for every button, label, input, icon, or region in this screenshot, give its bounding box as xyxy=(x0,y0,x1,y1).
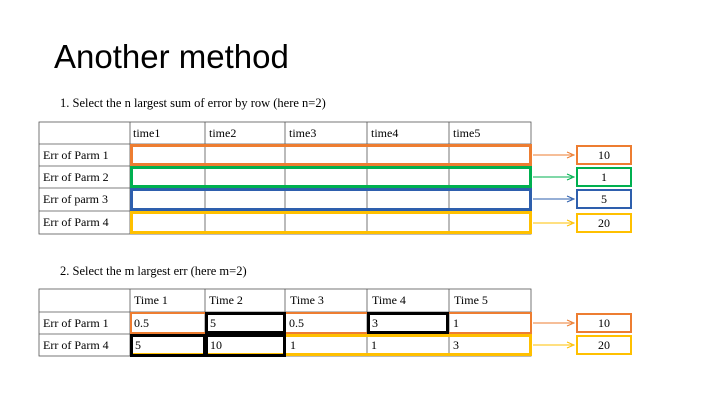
t2-r1-c2: 5 xyxy=(210,316,216,330)
t2-result-1: 10 xyxy=(576,313,632,333)
t2-r2-c4: 1 xyxy=(371,338,377,352)
t1-header-time4: time4 xyxy=(371,126,399,140)
t2-r2-c3: 1 xyxy=(290,338,296,352)
step-2-instruction: 2. Select the m largest err (here m=2) xyxy=(60,264,247,278)
selected-cell-parm1-time4 xyxy=(367,312,449,334)
t2-r2-c2: 10 xyxy=(210,338,222,352)
t1-result-3: 5 xyxy=(576,189,632,209)
t1-row-label-2: Err of Parm 2 xyxy=(43,170,109,184)
row-highlight-yellow xyxy=(130,211,532,234)
t1-result-2: 1 xyxy=(576,167,632,187)
t2-result-2: 20 xyxy=(576,335,632,355)
t2-row-label-1: Err of Parm 1 xyxy=(43,316,109,330)
selected-cell-parm4-time1 xyxy=(130,334,206,357)
t2-header-time4: Time 4 xyxy=(372,293,406,307)
t2-r1-c4: 3 xyxy=(372,316,378,330)
t2-r2-c5: 3 xyxy=(453,338,459,352)
row-highlight-blue xyxy=(130,188,532,211)
step-1-instruction: 1. Select the n largest sum of error by … xyxy=(60,96,326,110)
t2-r1-c1: 0.5 xyxy=(134,316,149,330)
t1-header-time5: time5 xyxy=(453,126,481,140)
t1-header-time2: time2 xyxy=(209,126,237,140)
selected-cell-parm4-time2 xyxy=(205,334,286,357)
row-highlight-orange xyxy=(130,144,532,166)
t2-row-label-2: Err of Parm 4 xyxy=(43,338,109,352)
t1-result-4: 20 xyxy=(576,213,632,233)
t1-row-label-3: Err of parm 3 xyxy=(43,192,108,206)
t2-r2-c1: 5 xyxy=(135,338,141,352)
t1-row-label-1: Err of Parm 1 xyxy=(43,148,109,162)
row-highlight-orange-2 xyxy=(130,312,532,334)
t2-r1-c3: 0.5 xyxy=(289,316,304,330)
t1-header-time3: time3 xyxy=(289,126,317,140)
row-highlight-green xyxy=(130,166,532,188)
t2-header-time2: Time 2 xyxy=(209,293,243,307)
slide-title: Another method xyxy=(54,38,289,75)
t1-header-time1: time1 xyxy=(133,126,161,140)
t2-r1-c5: 1 xyxy=(453,316,459,330)
t2-header-time1: Time 1 xyxy=(134,293,168,307)
t2-header-time3: Time 3 xyxy=(290,293,324,307)
t1-row-label-4: Err of Parm 4 xyxy=(43,215,109,229)
selected-cell-parm1-time2 xyxy=(205,312,286,334)
t1-result-1: 10 xyxy=(576,145,632,165)
t2-header-time5: Time 5 xyxy=(454,293,488,307)
